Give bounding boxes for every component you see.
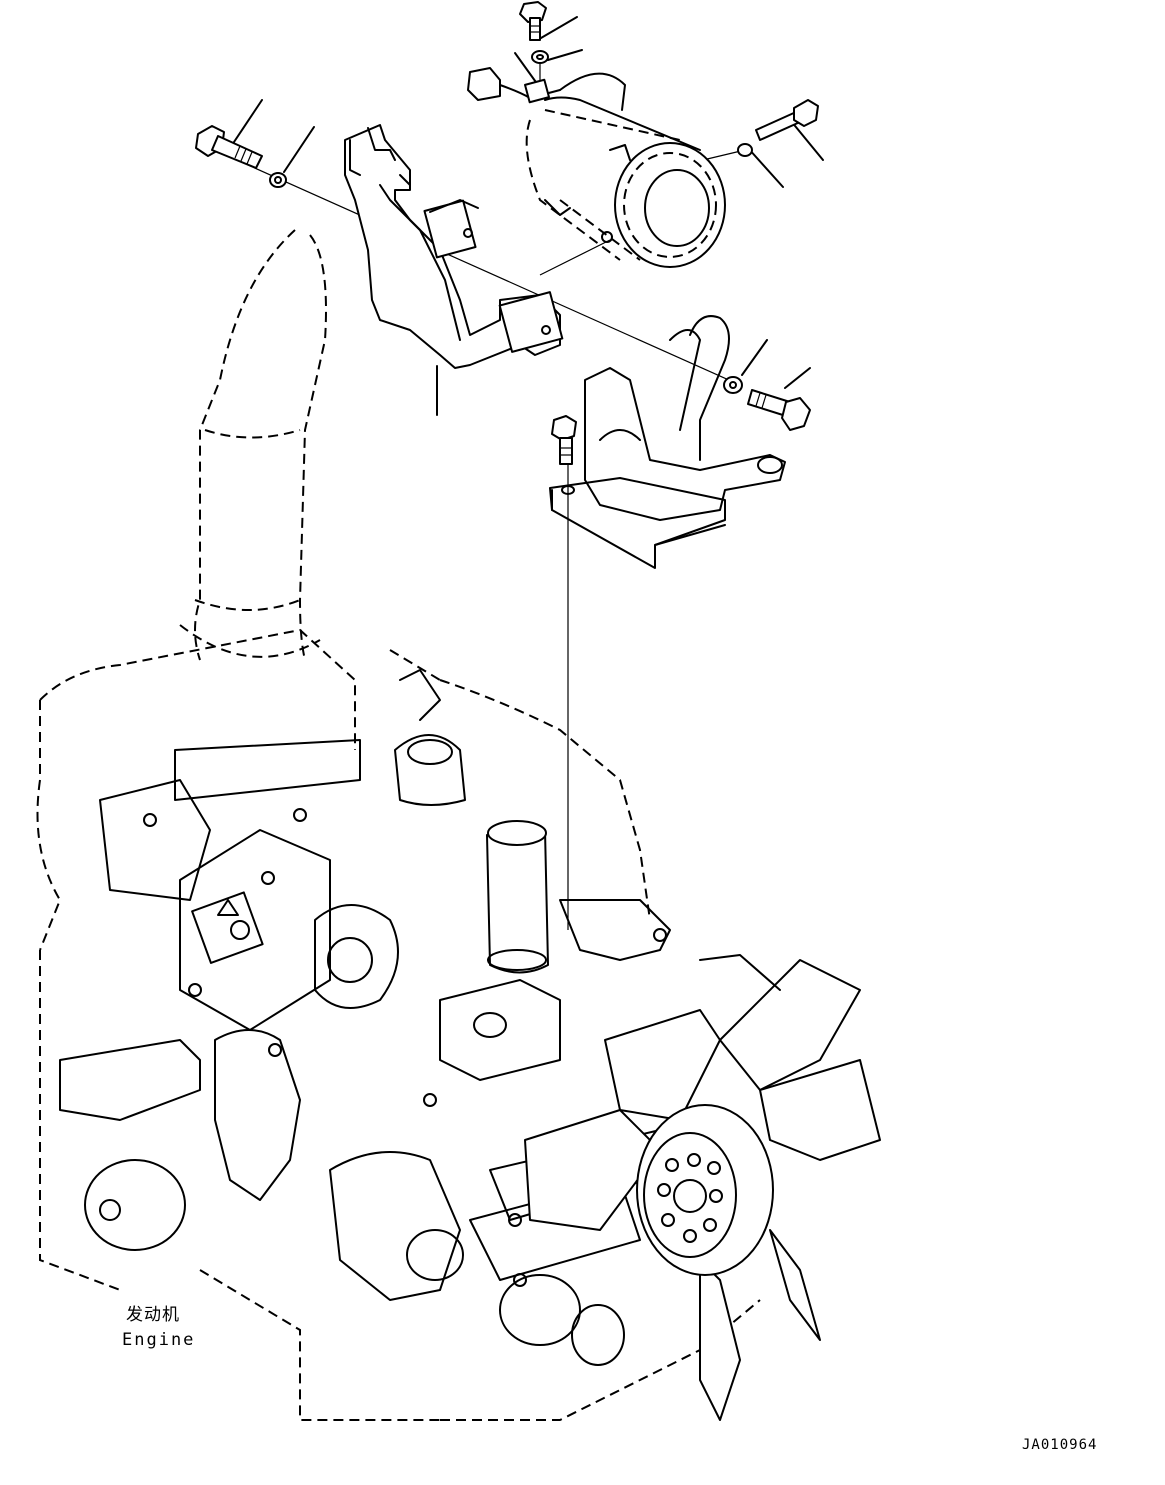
engine-assembly [36, 628, 761, 1421]
compressor [467, 67, 726, 268]
right-small-bolt [737, 99, 819, 157]
mount-bracket [549, 315, 786, 569]
bracket [344, 124, 564, 369]
top-bolt [519, 1, 549, 64]
vertical-bolt [551, 415, 577, 465]
callout-leaders [231, 16, 824, 416]
drawing-reference-code: JA010964 [1022, 1437, 1098, 1453]
engine-label-chinese: 发动机 [126, 1305, 180, 1325]
engine-label-english: Engine [122, 1330, 196, 1350]
left-bolt [195, 125, 287, 188]
fan [524, 954, 881, 1421]
right-bolt [723, 376, 811, 431]
exhaust-pipe [179, 229, 327, 661]
